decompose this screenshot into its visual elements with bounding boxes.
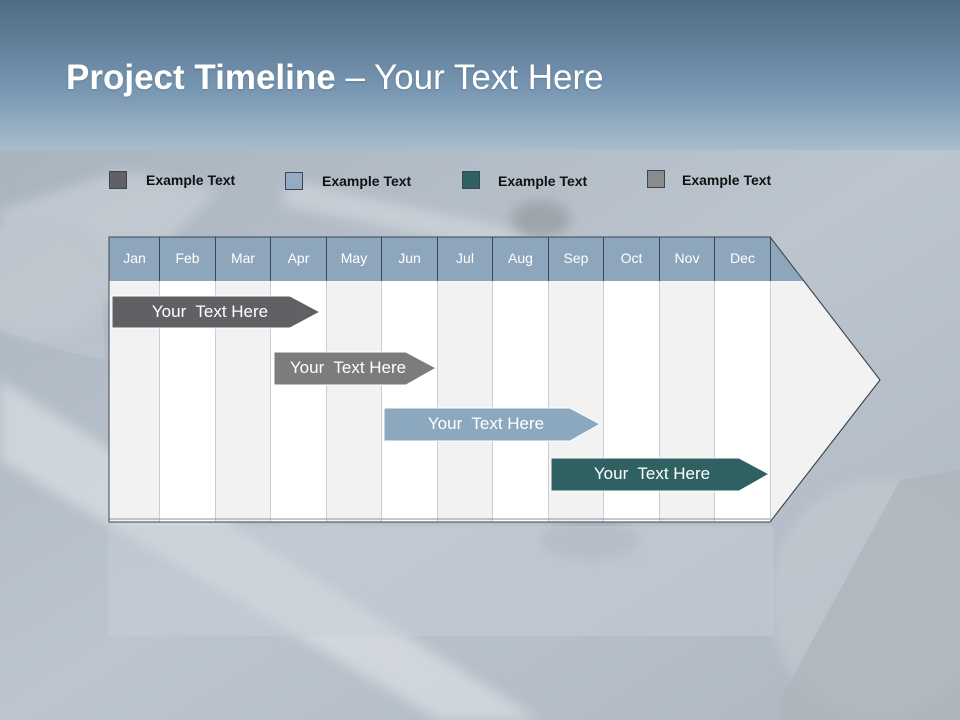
legend-label-1: Example Text: [146, 172, 236, 188]
month-jan: Jan: [123, 250, 146, 266]
page-title: Project Timeline – Your Text Here: [66, 58, 604, 98]
task-bar-3: [383, 407, 602, 442]
month-dec: Dec: [730, 250, 755, 266]
month-may: May: [340, 250, 368, 266]
month-aug: Aug: [508, 250, 533, 266]
month-apr: Apr: [287, 250, 310, 266]
month-oct: Oct: [620, 250, 643, 266]
title-bold: Project Timeline: [66, 58, 336, 97]
legend-label-3: Example Text: [498, 173, 588, 189]
legend-swatch-4: [647, 170, 665, 188]
task-bar-label-2: Your Text Here: [289, 358, 407, 377]
legend-swatch-3: [462, 171, 480, 189]
month-sep: Sep: [563, 250, 589, 266]
task-bar-label-3: Your Text Here: [427, 414, 545, 433]
month-jun: Jun: [398, 250, 421, 266]
month-mar: Mar: [230, 250, 256, 266]
legend-label-4: Example Text: [682, 172, 772, 188]
title-rest: – Your Text Here: [335, 58, 604, 97]
task-bar-label-1: Your Text Here: [151, 302, 269, 321]
task-bar-2: [273, 351, 438, 386]
month-feb: Feb: [175, 250, 200, 266]
task-bar-1: [111, 295, 322, 329]
legend-label-2: Example Text: [322, 173, 412, 189]
task-bar-label-4: Your Text Here: [593, 464, 711, 483]
legend-swatch-2: [285, 172, 303, 190]
month-nov: Nov: [674, 250, 700, 266]
task-bar-4: [550, 457, 771, 492]
legend-swatch-1: [109, 171, 127, 189]
month-jul: Jul: [456, 250, 474, 266]
